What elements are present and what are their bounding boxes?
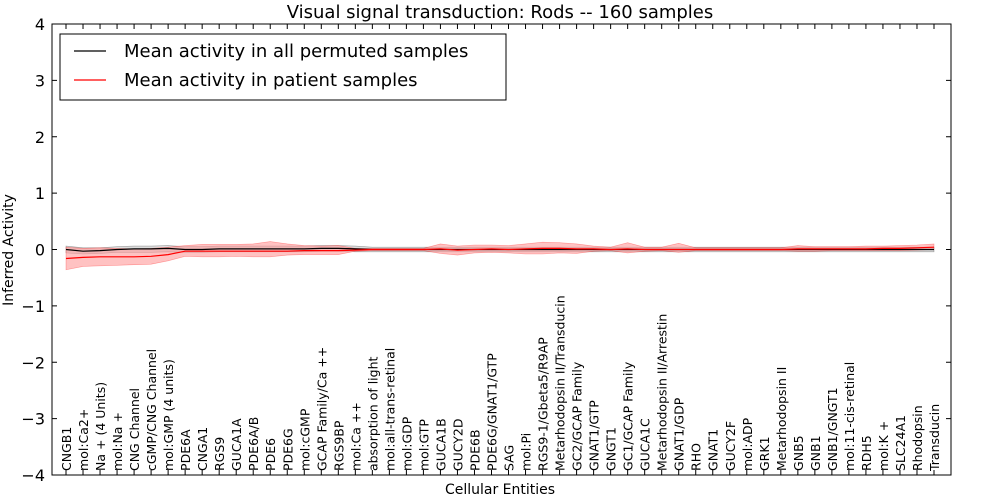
x-tick-label: RHO xyxy=(689,443,704,471)
x-tick-label: RGS9 xyxy=(212,437,227,471)
y-tick-label: −3 xyxy=(21,410,45,429)
x-tick-label: CNGA1 xyxy=(195,427,210,471)
x-tick-label: GCAP Family/Ca ++ xyxy=(314,347,329,471)
x-tick-label: GNGT1 xyxy=(604,427,619,471)
y-axis-label: Inferred Activity xyxy=(1,194,17,306)
x-tick-label: RGS9-1/Gbeta5/R9AP xyxy=(536,337,551,471)
x-tick-label: Na + (4 Units) xyxy=(93,382,108,471)
x-tick-label: mol:11-cis-retinal xyxy=(842,362,857,471)
x-tick-label: GNAT1/GTP xyxy=(587,400,602,471)
x-tick-label: PDE6G xyxy=(280,428,295,471)
band-series-1 xyxy=(65,241,935,271)
x-tick-label: Rhodopsin xyxy=(910,405,925,471)
x-tick-label: GNB5 xyxy=(791,435,806,471)
x-tick-label: mol:Pi xyxy=(519,433,534,471)
x-tick-label: CNG Channel xyxy=(127,388,142,471)
x-tick-label: GC1/GCAP Family xyxy=(621,361,636,471)
legend-label-permuted: Mean activity in all permuted samples xyxy=(124,41,468,62)
x-tick-label: GNB1 xyxy=(808,435,823,471)
x-tick-label: Metarhodopsin II/Transducin xyxy=(553,295,568,471)
x-tick-label: Metarhodopsin II xyxy=(774,367,789,471)
line-series-1 xyxy=(65,246,935,260)
x-tick-label: Metarhodopsin II/Arrestin xyxy=(655,314,670,471)
x-tick-label: GNAT1 xyxy=(706,429,721,471)
x-tick-label: PDE6A xyxy=(178,429,193,471)
y-tick-label: −4 xyxy=(21,466,45,485)
x-tick-label: GC2/GCAP Family xyxy=(570,361,585,471)
legend: Mean activity in all permuted samples Me… xyxy=(59,33,507,101)
confidence-bands xyxy=(65,241,935,271)
x-tick-label: SAG xyxy=(502,445,517,471)
y-tick-label: 3 xyxy=(35,71,45,90)
y-axis: −4 −3 −2 −1 0 1 2 3 4 xyxy=(21,15,951,485)
y-tick-label: −2 xyxy=(21,353,45,372)
x-tick-label: PDE6B xyxy=(468,429,483,471)
y-tick-label: 4 xyxy=(35,15,45,34)
x-tick-label: mol:ADP xyxy=(740,417,755,471)
x-tick-label: RDH5 xyxy=(859,435,874,471)
x-tick-label: cGMP/CNG Channel xyxy=(144,349,159,471)
x-axis-label: Cellular Entities xyxy=(445,482,555,498)
x-tick-label: PDE6 xyxy=(263,438,278,471)
x-tick-label: GNAT1/GDP xyxy=(672,397,687,471)
x-tick-label: mol:cGMP xyxy=(297,408,312,471)
x-tick-label: GNB1/GNGT1 xyxy=(825,387,840,471)
x-tick-label: mol:K + xyxy=(876,421,891,471)
y-tick-label: 2 xyxy=(35,128,45,147)
x-tick-label: PDE6A/B xyxy=(246,417,261,471)
x-tick-label: GRK1 xyxy=(757,436,772,471)
chart-title: Visual signal transduction: Rods -- 160 … xyxy=(287,2,714,23)
x-tick-label: GUCY2D xyxy=(451,418,466,471)
x-tick-label: CNGB1 xyxy=(59,427,74,471)
y-tick-label: 0 xyxy=(35,241,45,260)
x-tick-label: GUCY2F xyxy=(723,421,738,471)
x-tick-label: PDE6G/GNAT1/GTP xyxy=(485,353,500,471)
x-tick-label: absorption of light xyxy=(365,356,380,471)
x-tick-label: mol:GMP (4 units) xyxy=(161,359,176,471)
x-tick-label: mol:all-trans-retinal xyxy=(382,348,397,471)
x-tick-label: Transducin xyxy=(927,404,942,472)
x-tick-label: SLC24A1 xyxy=(893,415,908,471)
x-tick-label: RGS9BP xyxy=(331,420,346,471)
y-tick-label: −1 xyxy=(21,297,45,316)
series-lines xyxy=(65,246,935,260)
x-tick-label: GUCA1A xyxy=(229,418,244,471)
x-tick-label: mol:Ca ++ xyxy=(348,402,363,471)
x-tick-label: mol:Ca2+ xyxy=(76,409,91,471)
x-tick-label: GUCA1B xyxy=(433,418,448,471)
x-tick-label: mol:GTP xyxy=(416,419,431,471)
y-tick-label: 1 xyxy=(35,184,45,203)
x-tick-label: mol:GDP xyxy=(399,416,414,471)
x-tick-label: GUCA1C xyxy=(638,418,653,471)
legend-box xyxy=(59,33,507,101)
x-tick-label: mol:Na + xyxy=(110,412,125,471)
legend-label-patient: Mean activity in patient samples xyxy=(124,70,418,91)
